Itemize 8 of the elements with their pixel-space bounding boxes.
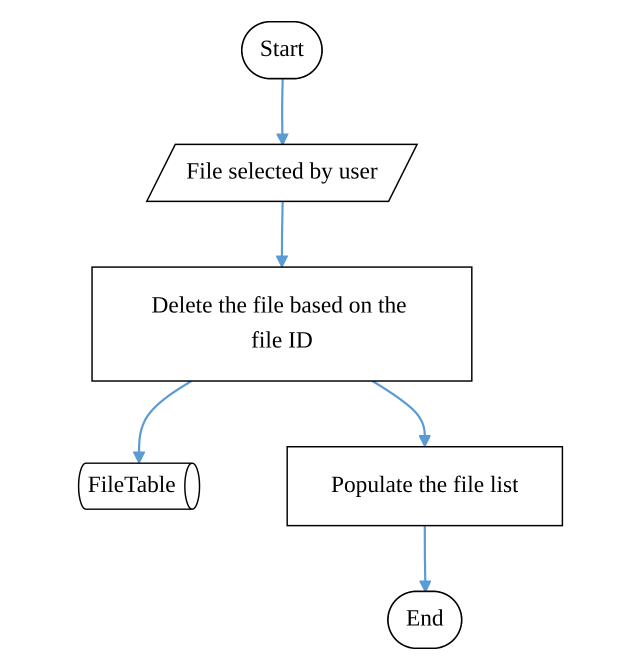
- arrow: [276, 202, 288, 268]
- node-box: Populate the file list: [286, 446, 564, 526]
- arrow: [372, 380, 432, 448]
- node-box: Delete the file based on the file ID: [91, 266, 473, 382]
- arrow: [132, 380, 192, 464]
- node-text: FileTable: [88, 473, 176, 498]
- arrow: [276, 79, 289, 146]
- arrow: [418, 526, 432, 593]
